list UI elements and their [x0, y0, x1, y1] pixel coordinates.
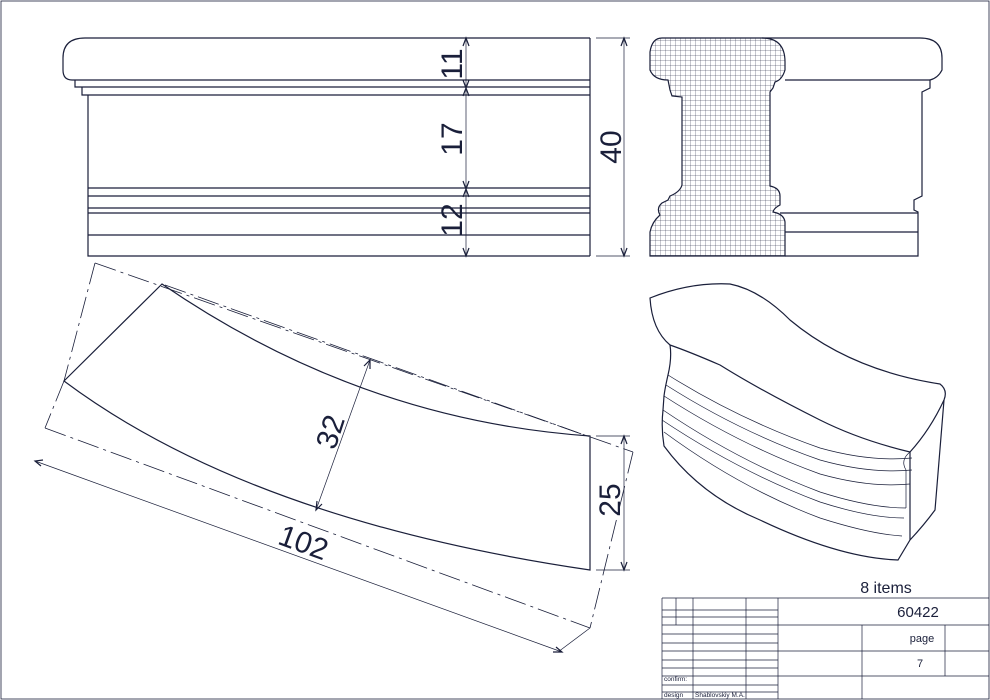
dimension-17: 17 [436, 122, 469, 155]
page-number: 7 [917, 658, 923, 670]
dimension-25: 25 [594, 483, 627, 516]
dimension-32: 32 [310, 411, 352, 453]
page-label: page [910, 633, 934, 645]
title-block: 8 items 60422 page 7 confirm: design Sha… [661, 580, 989, 699]
dimension-11: 11 [436, 48, 469, 79]
section-view [649, 37, 943, 257]
quantity-label: 8 items [860, 580, 912, 597]
designer-name: Shablovskiy M.A. [695, 692, 745, 699]
design-label: design [664, 692, 684, 699]
dimension-12: 12 [436, 203, 469, 236]
dimension-102: 102 [274, 519, 332, 567]
plan-view: 102 32 25 [33, 262, 634, 653]
drawing-code: 60422 [897, 604, 939, 621]
isometric-view [649, 283, 946, 561]
front-view: 11 17 12 40 [62, 36, 630, 258]
dimension-40: 40 [595, 130, 628, 163]
confirm-label: confirm: [664, 676, 687, 683]
